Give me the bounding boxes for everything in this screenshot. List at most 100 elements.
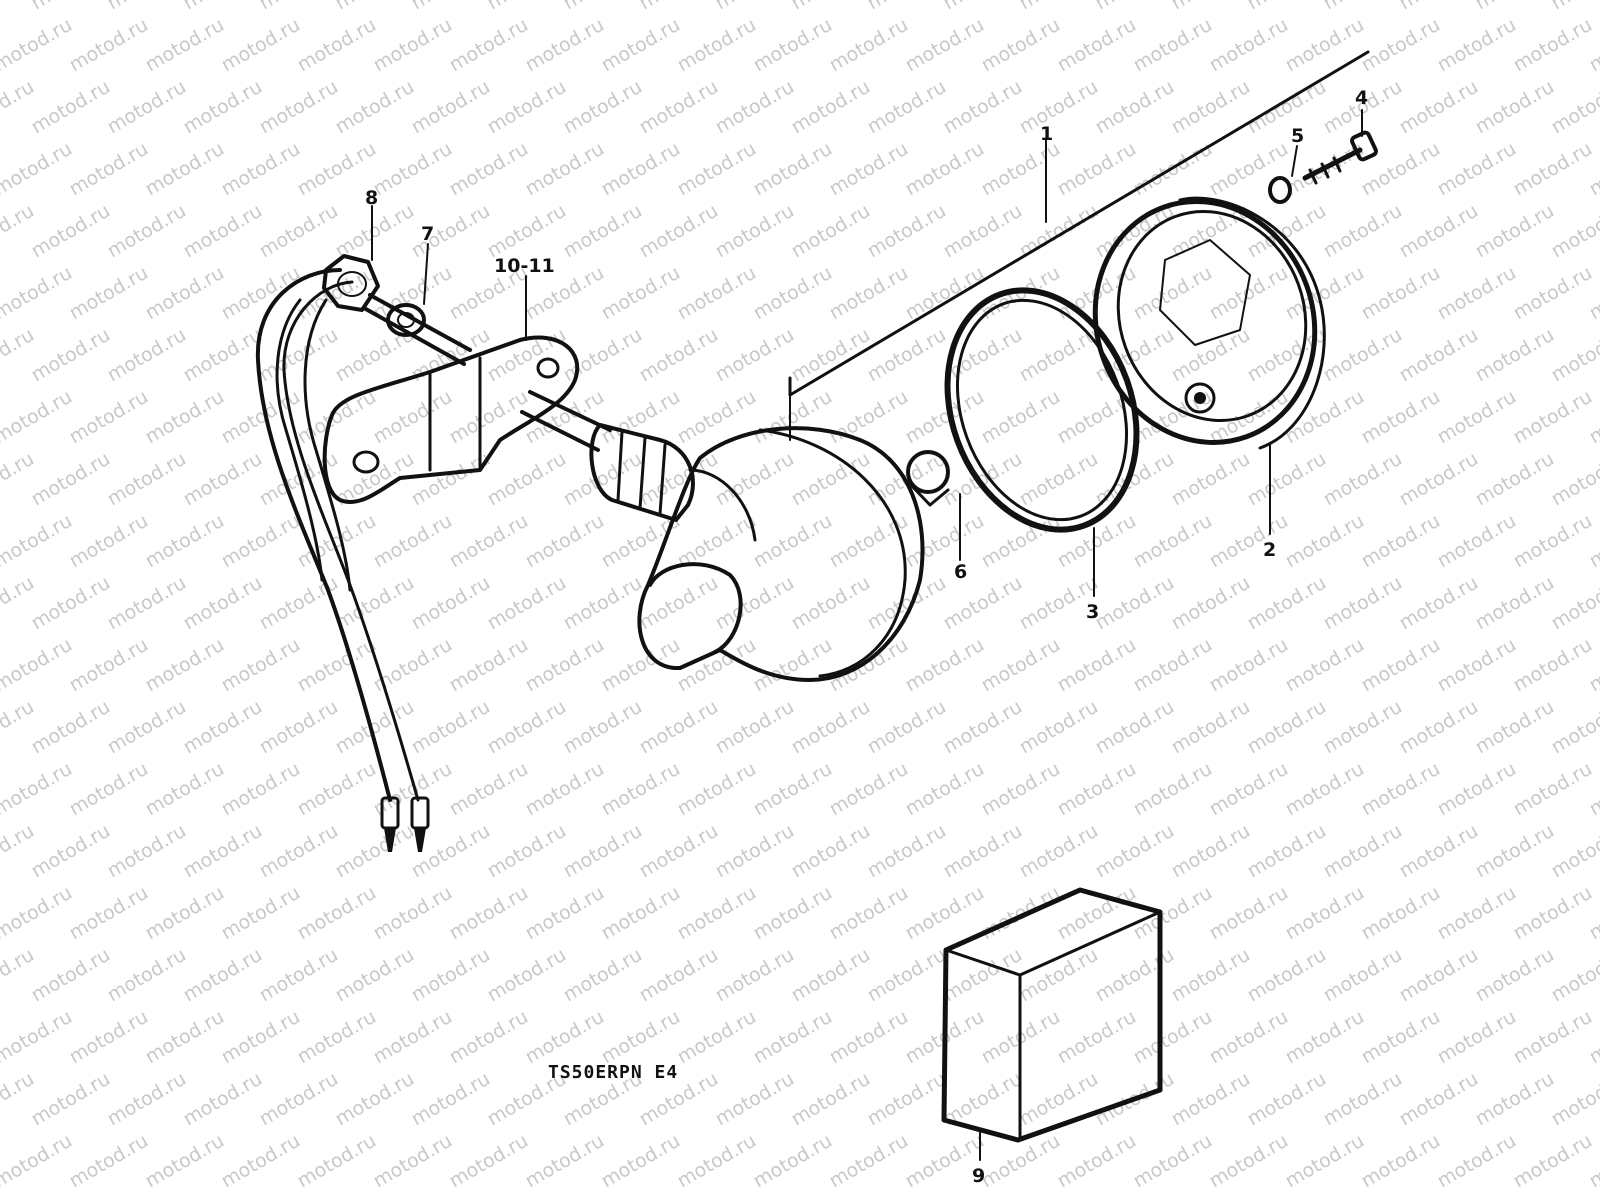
watermark-text: motod.ru xyxy=(598,262,684,325)
watermark-text: motod.ru xyxy=(1092,76,1178,139)
watermark-text: motod.ru xyxy=(408,76,494,139)
watermark-text: motod.ru xyxy=(1282,1130,1368,1193)
watermark-text: motod.ru xyxy=(1548,200,1600,263)
watermark-text: motod.ru xyxy=(636,944,722,1007)
watermark-text: motod.ru xyxy=(1054,1130,1140,1193)
watermark-text: motod.ru xyxy=(1244,1068,1330,1131)
watermark-text: motod.ru xyxy=(1472,820,1558,883)
watermark-text: motod.ru xyxy=(864,696,950,759)
watermark-text: motod.ru xyxy=(446,386,532,449)
watermark-text: motod.ru xyxy=(750,758,836,821)
watermark-text: motod.ru xyxy=(370,386,456,449)
watermark-text: motod.ru xyxy=(1282,882,1368,945)
watermark-text: motod.ru xyxy=(1244,448,1330,511)
part-5-small-nut xyxy=(1268,176,1292,204)
watermark-text: motod.ru xyxy=(1206,510,1292,573)
watermark-text: motod.ru xyxy=(788,200,874,263)
watermark-text: motod.ru xyxy=(0,882,76,945)
watermark-text: motod.ru xyxy=(674,758,760,821)
watermark-text: motod.ru xyxy=(1434,14,1520,77)
watermark-text: motod.ru xyxy=(1358,510,1444,573)
watermark-text: motod.ru xyxy=(484,0,570,14)
watermark-text: motod.ru xyxy=(636,0,722,14)
watermark-text: motod.ru xyxy=(598,386,684,449)
watermark-text: motod.ru xyxy=(1054,634,1140,697)
watermark-text: motod.ru xyxy=(522,14,608,77)
watermark-text: motod.ru xyxy=(332,1068,418,1131)
callout-1: 1 xyxy=(1040,123,1053,145)
watermark-text: motod.ru xyxy=(1244,944,1330,1007)
watermark-text: motod.ru xyxy=(1206,882,1292,945)
wire-terminal-right xyxy=(410,796,430,852)
watermark-text: motod.ru xyxy=(750,262,836,325)
watermark-text: motod.ru xyxy=(522,138,608,201)
watermark-text: motod.ru xyxy=(0,14,76,77)
watermark-text: motod.ru xyxy=(1282,14,1368,77)
watermark-text: motod.ru xyxy=(1206,1006,1292,1069)
watermark-text: motod.ru xyxy=(788,1068,874,1131)
watermark-text: motod.ru xyxy=(1320,572,1406,635)
watermark-text: motod.ru xyxy=(1434,138,1520,201)
watermark-text: motod.ru xyxy=(560,76,646,139)
watermark-text: motod.ru xyxy=(66,882,152,945)
watermark-text: motod.ru xyxy=(560,944,646,1007)
watermark-text: motod.ru xyxy=(1168,696,1254,759)
watermark-text: motod.ru xyxy=(1396,0,1482,14)
watermark-text: motod.ru xyxy=(1320,1068,1406,1131)
leader-lines xyxy=(371,109,1363,1161)
watermark-text: motod.ru xyxy=(978,138,1064,201)
watermark-text: motod.ru xyxy=(408,1068,494,1131)
watermark-text: motod.ru xyxy=(788,820,874,883)
watermark-text: motod.ru xyxy=(1092,0,1178,14)
watermark-text: motod.ru xyxy=(332,76,418,139)
watermark-text: motod.ru xyxy=(218,1130,304,1193)
watermark-text: motod.ru xyxy=(826,634,912,697)
watermark-text: motod.ru xyxy=(104,944,190,1007)
watermark-text: motod.ru xyxy=(864,200,950,263)
watermark-text: motod.ru xyxy=(0,138,76,201)
part-2-lens xyxy=(1092,196,1326,450)
watermark-text: motod.ru xyxy=(256,820,342,883)
watermark-text: motod.ru xyxy=(446,1006,532,1069)
watermark-text: motod.ru xyxy=(1054,758,1140,821)
watermark-text: motod.ru xyxy=(484,200,570,263)
watermark-text: motod.ru xyxy=(1282,634,1368,697)
watermark-text: motod.ru xyxy=(1130,510,1216,573)
watermark-text: motod.ru xyxy=(370,1006,456,1069)
watermark-text: motod.ru xyxy=(1510,262,1596,325)
watermark-text: motod.ru xyxy=(826,14,912,77)
watermark-text: motod.ru xyxy=(142,882,228,945)
watermark-text: motod.ru xyxy=(826,758,912,821)
watermark-text: motod.ru xyxy=(788,324,874,387)
watermark-text: motod.ru xyxy=(674,882,760,945)
watermark-text: motod.ru xyxy=(1320,820,1406,883)
watermark-text: motod.ru xyxy=(370,510,456,573)
watermark-text: motod.ru xyxy=(142,138,228,201)
watermark-text: motod.ru xyxy=(142,262,228,325)
watermark-text: motod.ru xyxy=(522,1006,608,1069)
watermark-text: motod.ru xyxy=(294,758,380,821)
watermark-text: motod.ru xyxy=(1434,882,1520,945)
watermark-text: motod.ru xyxy=(256,572,342,635)
watermark-text: motod.ru xyxy=(1472,696,1558,759)
watermark-text: motod.ru xyxy=(674,14,760,77)
watermark-text: motod.ru xyxy=(66,510,152,573)
watermark-text: motod.ru xyxy=(446,882,532,945)
watermark-text: motod.ru xyxy=(636,820,722,883)
watermark-text: motod.ru xyxy=(1054,14,1140,77)
watermark-text: motod.ru xyxy=(408,944,494,1007)
watermark-text: motod.ru xyxy=(940,572,1026,635)
watermark-text: motod.ru xyxy=(560,820,646,883)
watermark-text: motod.ru xyxy=(902,386,988,449)
watermark-text: motod.ru xyxy=(978,758,1064,821)
watermark-text: motod.ru xyxy=(598,882,684,945)
watermark-text: motod.ru xyxy=(446,510,532,573)
watermark-text: motod.ru xyxy=(332,0,418,14)
watermark-text: motod.ru xyxy=(294,634,380,697)
watermark-text: motod.ru xyxy=(1434,1130,1520,1193)
watermark-text: motod.ru xyxy=(826,138,912,201)
watermark-text: motod.ru xyxy=(1016,1068,1102,1131)
watermark-text: motod.ru xyxy=(180,696,266,759)
mounting-stem xyxy=(362,293,472,366)
